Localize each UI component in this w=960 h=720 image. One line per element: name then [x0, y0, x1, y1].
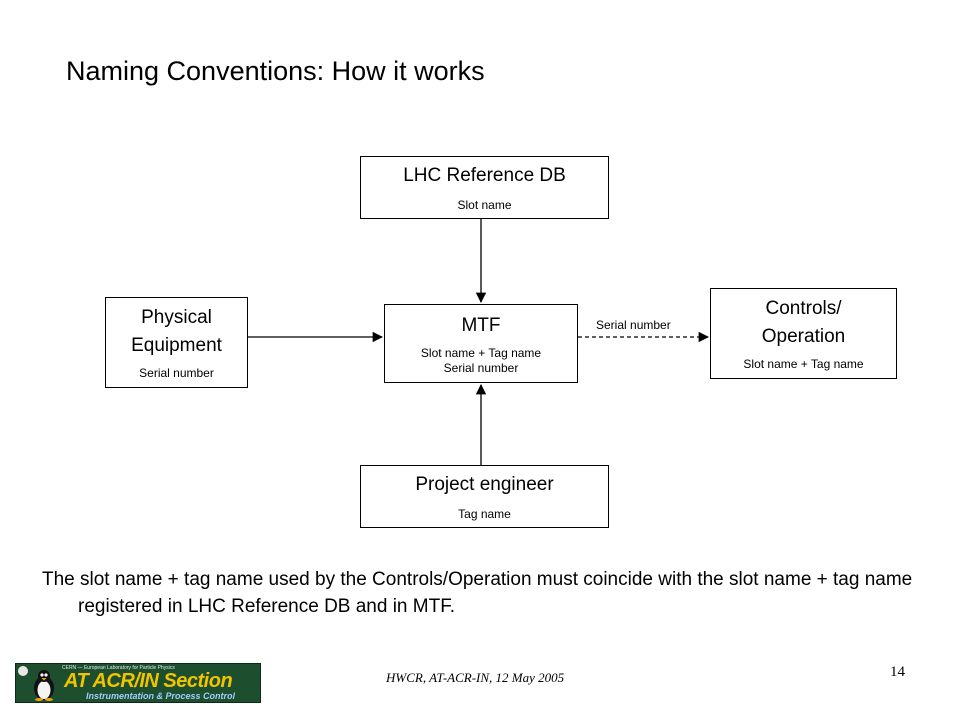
cern-badge-icon [18, 666, 28, 676]
node-title-line: Equipment [131, 335, 222, 356]
node-detail: Slot name + Tag name [743, 357, 864, 371]
penguin-icon [34, 670, 54, 701]
explanation-text: The slot name + tag name used by the Con… [42, 569, 913, 617]
logo-main-text: AT ACR/IN Section [64, 670, 233, 692]
node-title: Project engineer [415, 474, 554, 495]
node-detail: Slot name [457, 198, 512, 212]
node-physical-equipment: Physical Equipment Serial number [105, 297, 248, 388]
node-title-line: Controls/ [765, 298, 842, 319]
section-logo: CERN — European Laboratory for Particle … [15, 663, 261, 703]
node-detail: Serial number [443, 360, 519, 375]
node-project-engineer: Project engineer Tag name [360, 465, 609, 528]
page-title: Naming Conventions: How it works [66, 56, 485, 86]
node-title-line: Operation [761, 326, 846, 347]
node-title: MTF [461, 314, 501, 336]
node-title-line: Physical [141, 307, 212, 328]
logo-top-text: CERN — European Laboratory for Particle … [62, 665, 175, 671]
node-detail: Tag name [458, 507, 511, 521]
logo-sub-text: Instrumentation & Process Control [86, 691, 236, 701]
footer-text: HWCR, AT-ACR-IN, 12 May 2005 [386, 670, 565, 685]
page-number: 14 [890, 664, 905, 680]
node-lhc-reference-db: LHC Reference DB Slot name [360, 156, 609, 219]
node-title: LHC Reference DB [403, 165, 566, 186]
edge-label-serial-number: Serial number [596, 318, 671, 332]
node-detail: Slot name + Tag name [420, 345, 542, 360]
node-controls-operation: Controls/ Operation Slot name + Tag name [710, 288, 897, 379]
node-detail: Serial number [139, 366, 214, 380]
node-mtf: MTF Slot name + Tag name Serial number [384, 304, 578, 383]
